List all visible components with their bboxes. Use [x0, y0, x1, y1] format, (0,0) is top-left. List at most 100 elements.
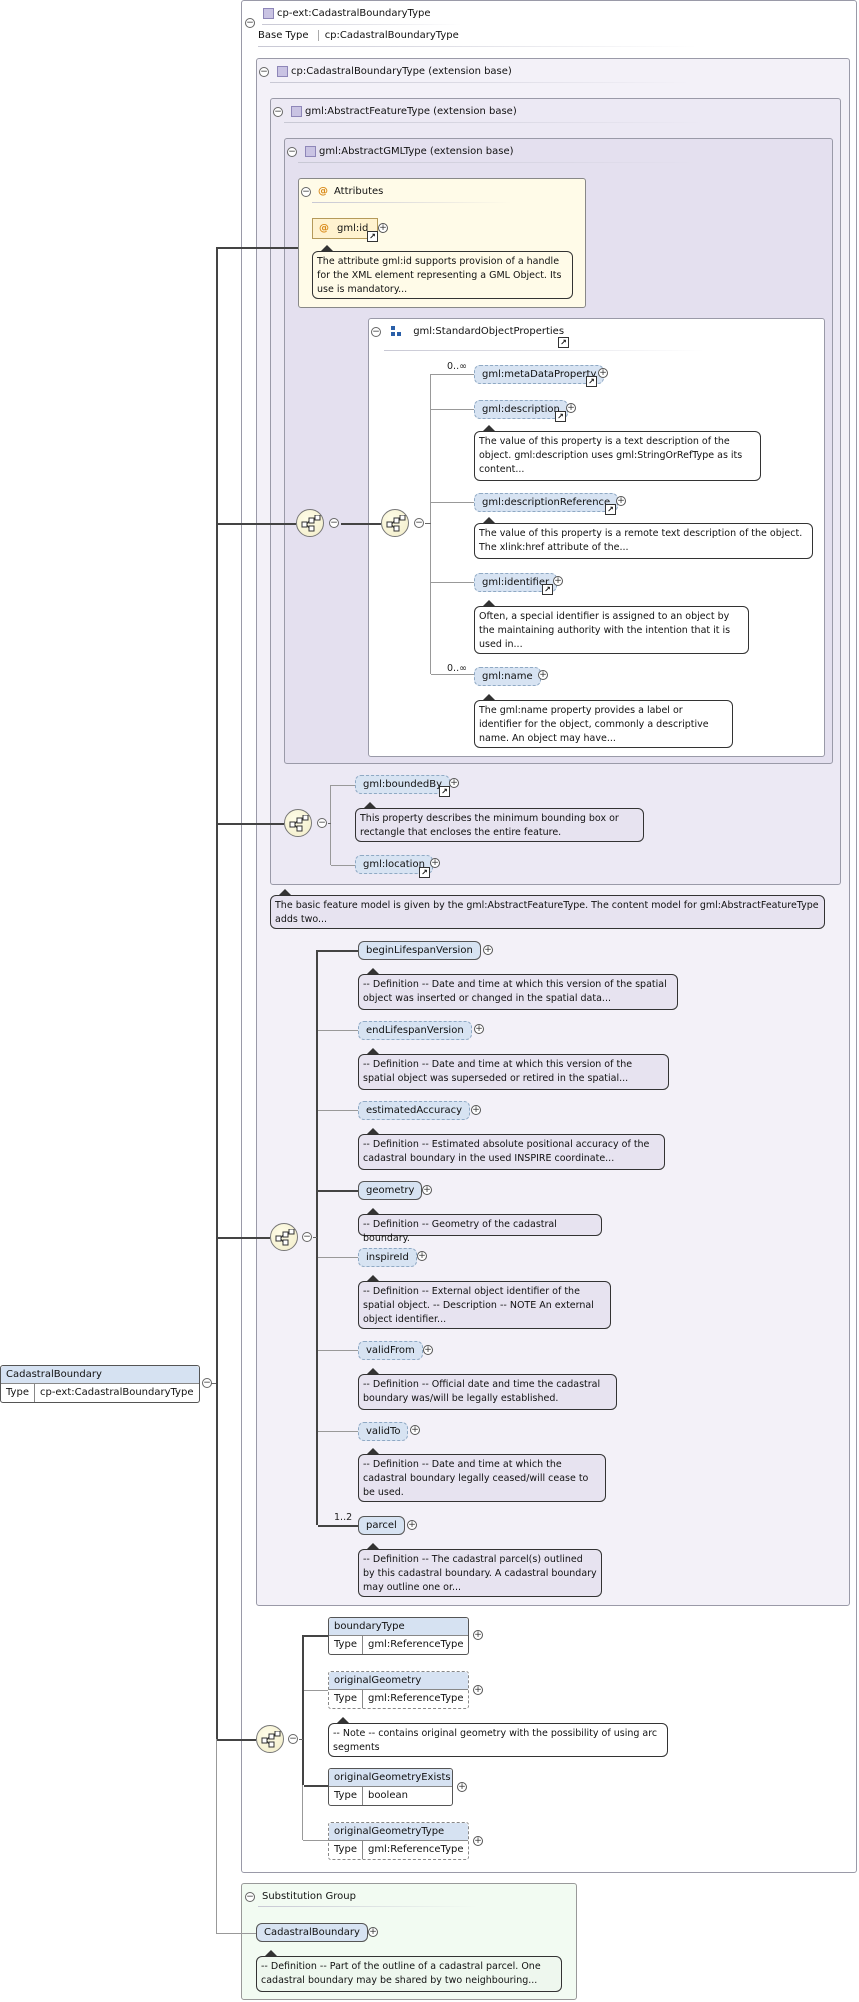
element-gml-name[interactable]: gml:name — [474, 667, 541, 686]
reference-arrow-icon[interactable]: ↗ — [558, 337, 569, 348]
expand-icon[interactable]: + — [410, 1425, 420, 1435]
substitution-element[interactable]: CadastralBoundary — [256, 1923, 368, 1942]
expand-icon[interactable]: + — [368, 1927, 378, 1937]
element-note: -- Definition -- Date and time at which … — [358, 1448, 606, 1502]
expand-icon[interactable]: + — [417, 1251, 427, 1261]
expand-icon[interactable]: + — [566, 403, 576, 413]
expand-icon[interactable]: + — [378, 223, 388, 233]
expand-icon[interactable]: + — [457, 1782, 467, 1792]
element-validfrom[interactable]: validFrom — [358, 1341, 423, 1360]
expand-icon[interactable]: + — [423, 1345, 433, 1355]
sequence-collapse-icon[interactable]: − — [414, 518, 424, 528]
reference-arrow-icon[interactable]: ↗ — [439, 786, 450, 797]
sequence-compositor-icon[interactable] — [270, 1223, 298, 1251]
reference-arrow-icon[interactable]: ↗ — [586, 376, 597, 387]
attr-gml-id[interactable]: @gml:id — [312, 218, 378, 239]
substitution-title: Substitution Group — [262, 1891, 356, 1902]
feature-extension-collapse-icon[interactable]: − — [273, 107, 283, 117]
complex-type-header: cp-ext:CadastralBoundaryType — [255, 6, 431, 22]
element-gml-metadataproperty[interactable]: gml:metaDataProperty — [474, 365, 605, 384]
element-note: -- Note -- contains original geometry wi… — [328, 1717, 668, 1757]
base-type-value: cp:CadastralBoundaryType — [317, 30, 459, 41]
element-gml-boundedby[interactable]: gml:boundedBy — [355, 775, 451, 794]
root-collapse-icon[interactable]: − — [202, 1378, 212, 1388]
expand-icon[interactable]: + — [449, 778, 459, 788]
root-element-name: CadastralBoundary — [1, 1366, 199, 1384]
expand-icon[interactable]: + — [474, 1024, 484, 1034]
expand-icon[interactable]: + — [553, 576, 563, 586]
expand-icon[interactable]: + — [473, 1836, 483, 1846]
expand-icon[interactable]: + — [473, 1685, 483, 1695]
element-inspireid[interactable]: inspireId — [358, 1248, 417, 1267]
sequence-compositor-icon[interactable] — [296, 509, 324, 537]
std-props-collapse-icon[interactable]: − — [371, 327, 381, 337]
element-beginlifespanversion[interactable]: beginLifespanVersion — [358, 941, 481, 960]
element-gml-description[interactable]: gml:description — [474, 400, 568, 419]
occurrence-label: 0..∞ — [447, 663, 467, 674]
element-gml-location[interactable]: gml:location — [355, 855, 433, 874]
gml-extension-collapse-icon[interactable]: − — [287, 147, 297, 157]
type-value: gml:ReferenceType — [367, 1844, 464, 1855]
reference-arrow-icon[interactable]: ↗ — [555, 411, 566, 422]
element-geometry[interactable]: geometry — [358, 1181, 423, 1200]
expand-icon[interactable]: + — [422, 1185, 432, 1195]
type-value: gml:ReferenceType — [367, 1639, 464, 1650]
element-gml-descriptionreference[interactable]: gml:descriptionReference — [474, 493, 619, 512]
element-note: -- Definition -- External object identif… — [358, 1275, 611, 1329]
attribute-icon: @ — [318, 186, 328, 197]
expand-icon[interactable]: + — [598, 368, 608, 378]
gml-extension-header: gml:AbstractGMLType (extension base) — [297, 144, 514, 160]
sequence-compositor-icon[interactable] — [381, 509, 409, 537]
sequence-collapse-icon[interactable]: − — [329, 518, 339, 528]
reference-arrow-icon[interactable]: ↗ — [419, 867, 430, 878]
element-note: -- Definition -- Official date and time … — [358, 1368, 617, 1410]
element-note: -- Definition -- Date and time at which … — [358, 968, 678, 1010]
reference-arrow-icon[interactable]: ↗ — [367, 231, 378, 242]
attributes-title: Attributes — [334, 186, 384, 197]
element-note: Often, a special identifier is assigned … — [474, 600, 749, 654]
substitution-collapse-icon[interactable]: − — [245, 1892, 255, 1902]
type-label: Type — [1, 1384, 35, 1402]
feature-extension-title: gml:AbstractFeatureType (extension base) — [305, 106, 517, 117]
std-props-title: gml:StandardObjectProperties — [413, 326, 565, 337]
expand-icon[interactable]: + — [430, 858, 440, 868]
expand-icon[interactable]: + — [616, 496, 626, 506]
type-icon — [291, 105, 302, 117]
reference-arrow-icon[interactable]: ↗ — [605, 504, 616, 515]
complex-type-title: cp-ext:CadastralBoundaryType — [277, 8, 431, 19]
element-parcel[interactable]: parcel — [358, 1516, 405, 1535]
complex-type-collapse-icon[interactable]: − — [245, 18, 255, 28]
element-validto[interactable]: validTo — [358, 1422, 409, 1441]
occurrence-label: 1..2 — [334, 1512, 353, 1523]
element-estimatedaccuracy[interactable]: estimatedAccuracy — [358, 1101, 471, 1120]
element-note: The gml:name property provides a label o… — [474, 694, 733, 748]
expand-icon[interactable]: + — [471, 1105, 481, 1115]
cp-extension-collapse-icon[interactable]: − — [259, 67, 269, 77]
sequence-collapse-icon[interactable]: − — [302, 1232, 312, 1242]
group-icon — [391, 326, 401, 336]
expand-icon[interactable]: + — [483, 945, 493, 955]
expand-icon[interactable]: + — [473, 1630, 483, 1640]
expand-icon[interactable]: + — [407, 1520, 417, 1530]
base-type-row: Base Type cp:CadastralBoundaryType — [258, 27, 459, 45]
cp-extension-header: cp:CadastralBoundaryType (extension base… — [269, 64, 512, 80]
sequence-compositor-icon[interactable] — [256, 1725, 284, 1753]
element-endlifespanversion[interactable]: endLifespanVersion — [358, 1021, 472, 1040]
sequence-collapse-icon[interactable]: − — [288, 1734, 298, 1744]
attributes-header: @ Attributes — [318, 184, 383, 200]
element-name: originalGeometry — [329, 1672, 468, 1690]
element-name: originalGeometryExists — [329, 1769, 452, 1787]
sequence-compositor-icon[interactable] — [284, 809, 312, 837]
expand-icon[interactable]: + — [538, 670, 548, 680]
type-icon — [277, 65, 288, 77]
attributes-collapse-icon[interactable]: − — [301, 187, 311, 197]
reference-arrow-icon[interactable]: ↗ — [542, 584, 553, 595]
attr-name: gml:id — [337, 223, 369, 234]
sequence-collapse-icon[interactable]: − — [317, 818, 327, 828]
element-name: originalGeometryType — [329, 1823, 468, 1841]
